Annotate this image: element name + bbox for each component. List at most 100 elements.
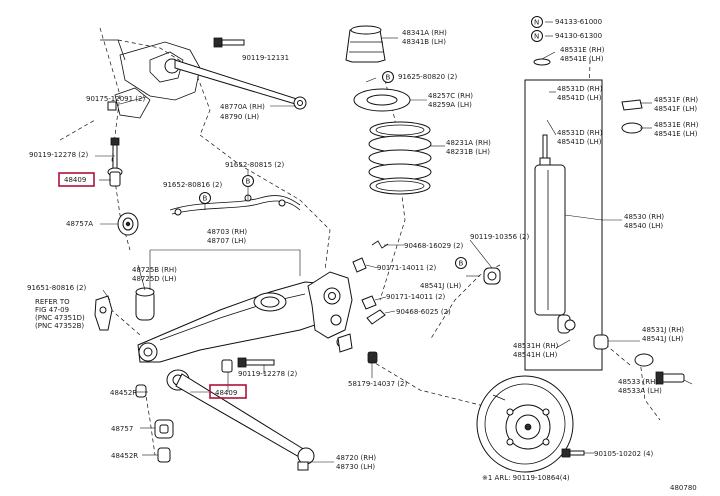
label-48257C[interactable]: 48257C (RH) [428, 92, 473, 100]
clip-90468-b [366, 309, 386, 325]
label-90468-16029[interactable]: 90468-16029 (2) [404, 242, 463, 250]
bolt-middle [221, 357, 275, 373]
figure-number: 480780 [670, 484, 697, 492]
label-48531J[interactable]: 48531J (RH) [642, 326, 684, 334]
label-48531E-b[interactable]: 48531E (RH) [654, 121, 699, 129]
label-refer-1[interactable]: REFER TO [35, 298, 70, 306]
marker-n-2: N [531, 30, 543, 42]
shaft-48533 [655, 371, 685, 385]
lateral-rod-upper [174, 59, 307, 110]
svg-text:B: B [246, 178, 251, 186]
bushing-48452R-b [157, 447, 171, 463]
marker-b-1: B [382, 71, 394, 83]
label-48725D[interactable]: 48725D (LH) [132, 275, 177, 283]
coil-spring [368, 121, 432, 195]
label-48541J-a[interactable]: 48541J (LH) [420, 282, 461, 290]
label-48730[interactable]: 48730 (LH) [336, 463, 375, 471]
label-48720[interactable]: 48720 (RH) [336, 454, 376, 462]
label-91625-80820[interactable]: 91625-80820 (2) [398, 73, 457, 81]
label-48452R-b[interactable]: 48452R [111, 452, 138, 460]
label-48541E-b[interactable]: 48541E (LH) [654, 130, 698, 138]
label-48770[interactable]: 48770A (RH) [220, 103, 265, 111]
label-48409-upper[interactable]: 48409 [64, 176, 86, 184]
label-48531D-b[interactable]: 48531D (RH) [557, 129, 603, 137]
label-48341B[interactable]: 48341B (LH) [402, 38, 446, 46]
highlight-box-48409-upper [58, 172, 95, 187]
svg-text:B: B [459, 260, 464, 268]
label-90119-12131[interactable]: 90119-12131 [242, 54, 289, 62]
label-48541D-a[interactable]: 48541D (LH) [557, 94, 602, 102]
label-refer-3[interactable]: (PNC 47351D) [35, 314, 85, 322]
label-90105-10202[interactable]: 90105-10202 (4) [594, 450, 653, 458]
label-48531D[interactable]: 48531D (RH) [557, 85, 603, 93]
footnote: ※1 ARL: 90119-10864(4) [482, 474, 570, 482]
label-91652-80815[interactable]: 91652-80815 (2) [225, 161, 284, 169]
svg-text:B: B [203, 195, 208, 203]
clip-90468 [371, 240, 389, 249]
label-48259A[interactable]: 48259A (LH) [428, 101, 472, 109]
label-48530[interactable]: 48530 (RH) [624, 213, 664, 221]
svg-text:N: N [534, 19, 539, 27]
label-90171-14011-b[interactable]: 90171-14011 (2) [386, 293, 445, 301]
bushing-48757A [117, 212, 139, 236]
label-90119-12278-b[interactable]: 90119-12278 (2) [238, 370, 297, 378]
nut-58179 [367, 351, 378, 364]
label-90171-14011-a[interactable]: 90171-14011 (2) [377, 264, 436, 272]
label-48541J-b[interactable]: 48541J (LH) [642, 335, 683, 343]
label-48541F[interactable]: 48541F (LH) [654, 105, 697, 113]
label-90175-12091[interactable]: 90175-12091 (2) [86, 95, 145, 103]
label-48452R-a[interactable]: 48452R [110, 389, 137, 397]
label-91652-80816[interactable]: 91652-80816 (2) [163, 181, 222, 189]
lower-lateral-rod [166, 369, 315, 471]
bracket-refer [94, 295, 113, 331]
label-refer-4[interactable]: (PNC 47352B) [35, 322, 84, 330]
marker-n-1: N [531, 16, 543, 28]
label-48533A[interactable]: 48533A (LH) [618, 387, 662, 395]
label-48790[interactable]: 48790 (LH) [220, 113, 259, 121]
label-refer-2[interactable]: FIG 47-09 [35, 306, 69, 314]
bushing-48725B [135, 287, 155, 321]
bolt-48409 [107, 137, 123, 187]
label-48725B[interactable]: 48725B (RH) [132, 266, 177, 274]
label-94133[interactable]: 94133-61000 [555, 18, 602, 26]
label-48757[interactable]: 48757 [111, 425, 133, 433]
label-48531F[interactable]: 48531F (RH) [654, 96, 698, 104]
label-48540[interactable]: 48540 (LH) [624, 222, 663, 230]
label-48231A[interactable]: 48231A (RH) [446, 139, 491, 147]
label-48703[interactable]: 48703 (RH) [207, 228, 247, 236]
label-48707[interactable]: 48707 (LH) [207, 237, 246, 245]
part-labels: 90119-12131 90175-12091 (2) 48770A (RH) … [27, 18, 699, 492]
label-90119-10356[interactable]: 90119-10356 (2) [470, 233, 529, 241]
label-90119-12278-a[interactable]: 90119-12278 (2) [29, 151, 88, 159]
pin-90171-b [361, 295, 377, 310]
label-48757A[interactable]: 48757A [66, 220, 93, 228]
label-91651-80816[interactable]: 91651-80816 (2) [27, 284, 86, 292]
label-48531E-a[interactable]: 48531E (RH) [560, 46, 605, 54]
brake-backing-plate [476, 375, 574, 473]
svg-text:B: B [386, 74, 391, 82]
label-48409-lower[interactable]: 48409 [215, 389, 237, 397]
label-58179[interactable]: 58179-14037 (2) [348, 380, 407, 388]
label-48541H[interactable]: 48541H (LH) [513, 351, 558, 359]
bump-stopper [345, 25, 386, 63]
label-48341A[interactable]: 48341A (RH) [402, 29, 447, 37]
label-48541E-a[interactable]: 48541E (LH) [560, 55, 604, 63]
marker-b-3: B [242, 175, 254, 187]
cable-bracket [169, 194, 301, 216]
bolt-upper [213, 37, 245, 48]
shock-absorber [524, 79, 603, 371]
label-48541D-b[interactable]: 48541D (LH) [557, 138, 602, 146]
bushing-48452R-a [135, 384, 147, 398]
label-94130[interactable]: 94130-61300 [555, 32, 602, 40]
label-48231B[interactable]: 48231B (LH) [446, 148, 490, 156]
spring-seat-upper [353, 88, 411, 112]
marker-b-4: B [455, 257, 467, 269]
label-48533[interactable]: 48533 (RH) [618, 378, 658, 386]
bushing-48757 [154, 419, 174, 439]
axle-beam [137, 271, 353, 363]
shock-bushings-right [593, 99, 654, 367]
nut-90171-a [352, 257, 367, 273]
label-90468-6025[interactable]: 90468-6025 (2) [396, 308, 451, 316]
label-48531H[interactable]: 48531H (RH) [513, 342, 559, 350]
svg-text:N: N [534, 33, 539, 41]
